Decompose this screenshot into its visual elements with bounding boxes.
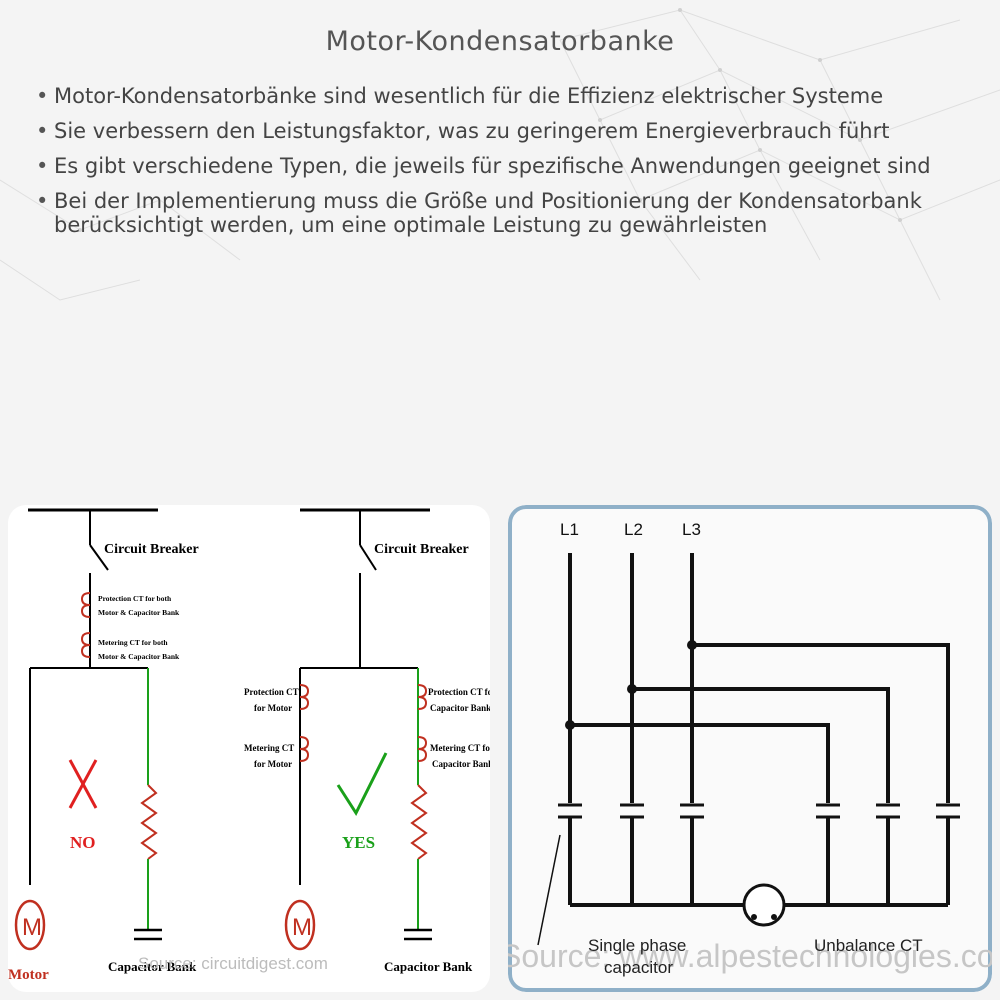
- motor-symbol-letter: M: [22, 914, 42, 941]
- verdict-yes: YES: [342, 833, 375, 852]
- capacitor-bank-resistor-icon: [140, 784, 158, 860]
- cross-icon: [68, 759, 98, 809]
- motor-symbol-letter: M: [292, 914, 312, 941]
- bullet-item: Bei der Implementierung muss die Größe u…: [36, 189, 956, 237]
- ct-label: Capacitor Bank: [430, 703, 490, 713]
- ct-label: Protection CT: [244, 687, 299, 697]
- ct-label: Metering CT for both: [98, 638, 168, 647]
- check-icon: [336, 752, 388, 817]
- ct-label: Capacitor Bank: [432, 759, 490, 769]
- ct-label: Motor & Capacitor Bank: [98, 608, 180, 617]
- bullet-list: Motor-Kondensatorbänke sind wesentlich f…: [36, 84, 956, 248]
- circuit-breaker-switch: [359, 544, 377, 571]
- ct-coil-icon: [80, 632, 91, 658]
- verdict-no: NO: [70, 833, 96, 852]
- ct-coil-icon: [80, 592, 91, 618]
- ct-label: Metering CT for: [430, 743, 490, 753]
- source-watermark: Source: www.alpestechnologies.com: [508, 938, 992, 974]
- bullet-item: Es gibt verschiedene Typen, die jeweils …: [36, 154, 956, 178]
- single-phase-label: capacitor: [604, 958, 673, 977]
- ct-coil-icon: [299, 684, 310, 710]
- motor-label: Motor: [8, 967, 49, 983]
- unbalance-ct-icon: [742, 883, 786, 927]
- motor-symbol-icon: [14, 899, 46, 951]
- breaker-label: Circuit Breaker: [104, 542, 199, 557]
- diagram-frame: [508, 505, 992, 992]
- ct-coil-icon: [417, 736, 428, 762]
- source-watermark: Source: circuitdigest.com: [138, 954, 328, 973]
- bullet-item: Sie verbessern den Leistungsfaktor, was …: [36, 119, 956, 143]
- capacitor-label: Capacitor Bank: [108, 959, 197, 974]
- ct-label: for Motor: [254, 759, 292, 769]
- ct-label: Metering CT: [244, 743, 294, 753]
- capacitor-bank-placement-diagram: NO M Circuit Breaker Protection CT for b…: [8, 505, 490, 992]
- ct-label: Motor & Capacitor Bank: [98, 652, 180, 661]
- phase-label-l1: L1: [560, 520, 579, 539]
- circuit-breaker-switch: [89, 544, 109, 571]
- phase-label-l2: L2: [624, 520, 643, 539]
- capacitor-label: Capacitor Bank: [384, 959, 473, 974]
- ct-label: Protection CT for: [428, 687, 490, 697]
- label-leader-line: [537, 834, 561, 946]
- page-title: Motor-Kondensatorbanke: [325, 26, 675, 57]
- ct-label: Protection CT for both: [98, 594, 172, 603]
- unbalance-ct-label: Unbalance CT: [814, 936, 923, 955]
- right-circuit: YES M Circuit Breaker Protection CT for …: [244, 508, 490, 974]
- left-circuit: NO M Circuit Breaker Protection CT for b…: [8, 508, 199, 983]
- phase-label-l3: L3: [682, 520, 701, 539]
- single-phase-label: Single phase: [588, 936, 686, 955]
- unbalance-ct-diagram: L1 L2 L3: [508, 505, 992, 992]
- capacitor-bank-resistor-icon: [410, 784, 428, 860]
- ct-label: for Motor: [254, 703, 292, 713]
- motor-symbol-icon: [284, 899, 316, 951]
- ct-coil-icon: [299, 736, 310, 762]
- phase-conductors: [568, 553, 950, 803]
- bullet-item: Motor-Kondensatorbänke sind wesentlich f…: [36, 84, 956, 108]
- breaker-label: Circuit Breaker: [374, 542, 469, 557]
- neutral-connection: [568, 817, 950, 907]
- ct-coil-icon: [417, 684, 428, 710]
